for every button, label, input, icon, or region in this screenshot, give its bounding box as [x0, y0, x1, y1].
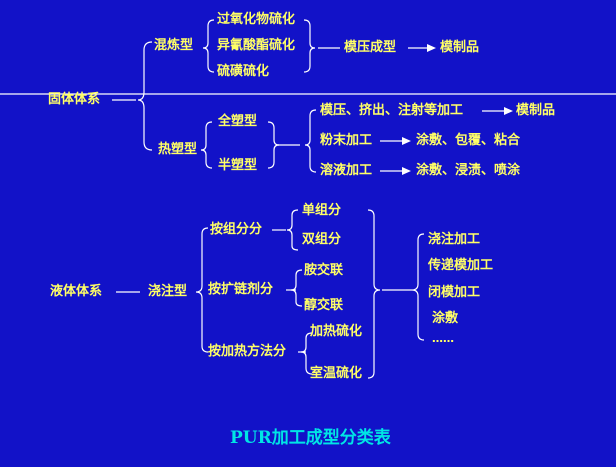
method-transfer-mold: 传递模加工: [428, 258, 494, 273]
methods-brace: [411, 233, 425, 341]
process-result-1: 模制品: [516, 103, 556, 118]
group-by-component: 按组分分: [210, 222, 263, 237]
subtype-close-brace: [367, 209, 381, 379]
component-brace: [286, 209, 299, 251]
heat-cure: 加热硫化: [310, 324, 363, 339]
process-brace: [304, 109, 317, 173]
thermo-type-full: 全塑型: [218, 114, 258, 129]
method-coating: 涂敷: [432, 311, 459, 326]
diagram-title: PUR加工成型分类表: [230, 428, 391, 448]
method-casting: 浇注加工: [428, 232, 481, 247]
process-method-1: 模压、挤出、注射等加工: [320, 103, 464, 118]
group-by-heating: 按加热方法分: [208, 344, 287, 359]
cure-close-brace: [303, 19, 316, 73]
solid-brace: [137, 41, 153, 151]
process-method-3: 溶液加工: [320, 163, 373, 178]
cure-open-brace: [202, 19, 215, 73]
process-arrow-head-1: [504, 107, 513, 115]
mixing-arrow-head: [427, 44, 436, 52]
mixing-process: 模压成型: [344, 40, 397, 55]
casting-label: 浇注型: [148, 284, 188, 299]
mixing-product: 模制品: [440, 40, 480, 55]
thermo-close-brace: [267, 121, 280, 169]
extender-brace: [290, 269, 303, 307]
mixing-label: 混炼型: [154, 38, 194, 53]
solid-root-label: 固体体系: [48, 92, 101, 107]
room-temp-cure: 室温硫化: [310, 366, 363, 381]
process-result-3: 涂敷、浸渍、喷涂: [416, 163, 521, 178]
cure-isocyanate: 异氰酸酯硫化: [217, 38, 296, 53]
alcohol-crosslink: 醇交联: [304, 298, 344, 313]
amine-crosslink: 胺交联: [304, 263, 344, 278]
cure-peroxide: 过氧化物硫化: [217, 12, 296, 27]
two-component: 双组分: [302, 232, 342, 247]
process-result-2: 涂敷、包覆、粘合: [416, 133, 521, 148]
cure-sulfur: 硫磺硫化: [217, 64, 270, 79]
thermoplastic-label: 热塑型: [158, 142, 198, 157]
process-arrow-head-3: [402, 167, 411, 175]
thermo-type-half: 半塑型: [218, 158, 258, 173]
liquid-root-label: 液体体系: [50, 284, 103, 299]
process-arrow-head-2: [402, 137, 411, 145]
group-by-extender: 按扩链剂分: [208, 282, 274, 297]
single-component: 单组分: [302, 203, 342, 218]
heating-brace: [300, 332, 313, 375]
method-closed-mold: 闭模加工: [428, 285, 481, 300]
method-ellipsis: ……: [432, 332, 454, 345]
thermo-open-brace: [200, 121, 213, 169]
casting-brace: [195, 227, 209, 353]
process-method-2: 粉末加工: [320, 133, 373, 148]
